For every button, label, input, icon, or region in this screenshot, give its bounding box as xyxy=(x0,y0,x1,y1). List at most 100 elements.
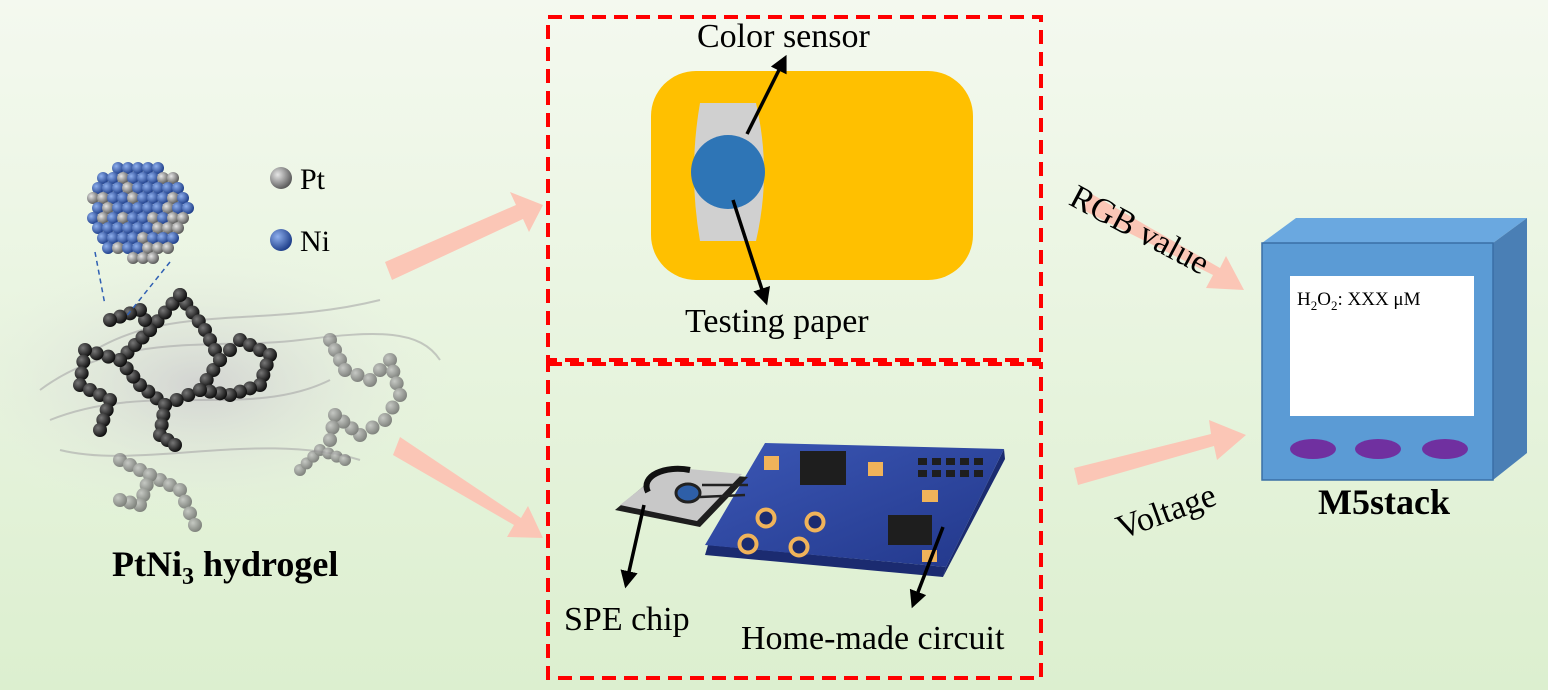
readout-sub-1: 2 xyxy=(1310,297,1318,313)
ni-legend-ball xyxy=(270,229,292,251)
ni-atom xyxy=(137,212,149,224)
testing-paper-pointer xyxy=(731,199,771,306)
network-bead xyxy=(113,353,127,367)
device-screen xyxy=(1290,276,1474,416)
ni-atom xyxy=(122,202,134,214)
device-button-middle[interactable] xyxy=(1355,439,1401,459)
arrow-rgb-to-device xyxy=(1083,193,1244,290)
smd-pad xyxy=(946,458,955,465)
spe-chip xyxy=(615,465,748,527)
ni-atom xyxy=(132,202,144,214)
ni-atom xyxy=(132,182,144,194)
board-side xyxy=(943,449,1005,577)
pt-atom xyxy=(147,212,159,224)
network-bead-faded xyxy=(178,494,192,509)
network-bead xyxy=(193,383,207,397)
ni-atom xyxy=(112,182,124,194)
readout-sub-2: 2 xyxy=(1330,297,1338,313)
ni-atom xyxy=(122,242,134,254)
pt-atom xyxy=(152,222,164,234)
ni-atom xyxy=(132,222,144,234)
ni-atom xyxy=(172,182,184,194)
ni-atom xyxy=(117,232,129,244)
pt-atom xyxy=(127,252,139,264)
network-bead xyxy=(93,423,107,437)
network-bead-faded xyxy=(325,420,340,435)
pt-atom xyxy=(127,192,139,204)
network-bead xyxy=(89,346,104,361)
ni-atom xyxy=(107,172,119,184)
network-bead xyxy=(199,373,214,387)
pt-atom xyxy=(137,232,149,244)
pt-atom xyxy=(157,172,169,184)
pt-atom xyxy=(117,212,129,224)
network-bead xyxy=(206,363,221,377)
smd-pad xyxy=(960,470,969,477)
ni-atom xyxy=(122,162,134,174)
pt-atom xyxy=(172,222,184,234)
smd-pad-grid xyxy=(918,458,983,477)
via-4 xyxy=(788,536,810,558)
pt-atom xyxy=(152,242,164,254)
ni-atom xyxy=(137,172,149,184)
hydrogel-formula-rest: hydrogel xyxy=(193,544,339,584)
pt-legend-ball xyxy=(270,167,292,189)
ni-atom xyxy=(102,182,114,194)
ni-atom xyxy=(97,172,109,184)
network-bead-faded xyxy=(339,454,351,466)
smd-pad xyxy=(918,470,927,477)
pt-atom xyxy=(112,242,124,254)
pt-atom xyxy=(162,202,174,214)
network-bead xyxy=(74,366,89,381)
ni-atom xyxy=(107,232,119,244)
ni-atom xyxy=(147,232,159,244)
pt-atom xyxy=(162,242,174,254)
ni-atom xyxy=(117,192,129,204)
device-button-right[interactable] xyxy=(1422,439,1468,459)
network-bead-faded xyxy=(365,420,380,435)
network-bead-faded xyxy=(393,388,407,402)
sensor-dot xyxy=(691,135,765,209)
hydrogel-formula-sub: 3 xyxy=(181,564,194,591)
ni-atom xyxy=(92,202,104,214)
ni-atom xyxy=(127,172,139,184)
ni-atom xyxy=(112,162,124,174)
ni-atom xyxy=(92,222,104,234)
device-button-left[interactable] xyxy=(1290,439,1336,459)
via-1 xyxy=(755,507,777,529)
spe-electrode-ring xyxy=(643,465,691,494)
pt-legend-label: Pt xyxy=(300,163,326,196)
network-bead-faded xyxy=(350,368,365,382)
network-bead xyxy=(103,313,117,327)
pt-atom xyxy=(147,252,159,264)
testing-paper-label: Testing paper xyxy=(685,303,869,340)
ni-atom xyxy=(112,202,124,214)
circuit-label: Home-made circuit xyxy=(741,620,1005,657)
network-bead xyxy=(169,393,184,407)
network-bead-faded xyxy=(183,506,197,521)
pad-1 xyxy=(764,456,779,470)
ni-atom xyxy=(132,242,144,254)
ni-atom xyxy=(152,162,164,174)
via-2 xyxy=(804,511,826,533)
network-bead xyxy=(223,343,237,357)
hydrogel-network-lines xyxy=(39,299,441,461)
ni-atom xyxy=(152,202,164,214)
network-bead-faded xyxy=(323,433,337,447)
ni-atom xyxy=(147,172,159,184)
pt-atom xyxy=(102,202,114,214)
spe-chip-label: SPE chip xyxy=(564,601,690,638)
network-bead xyxy=(173,288,187,302)
smd-pad xyxy=(932,458,941,465)
ni-atom xyxy=(167,232,179,244)
network-bead-faded xyxy=(383,353,397,367)
pt-atom xyxy=(167,172,179,184)
ni-atom xyxy=(157,232,169,244)
smd-pad xyxy=(974,470,983,477)
network-bead xyxy=(101,349,116,364)
ni-atom xyxy=(102,222,114,234)
spe-chip-pointer xyxy=(620,504,646,589)
ni-atom xyxy=(142,162,154,174)
